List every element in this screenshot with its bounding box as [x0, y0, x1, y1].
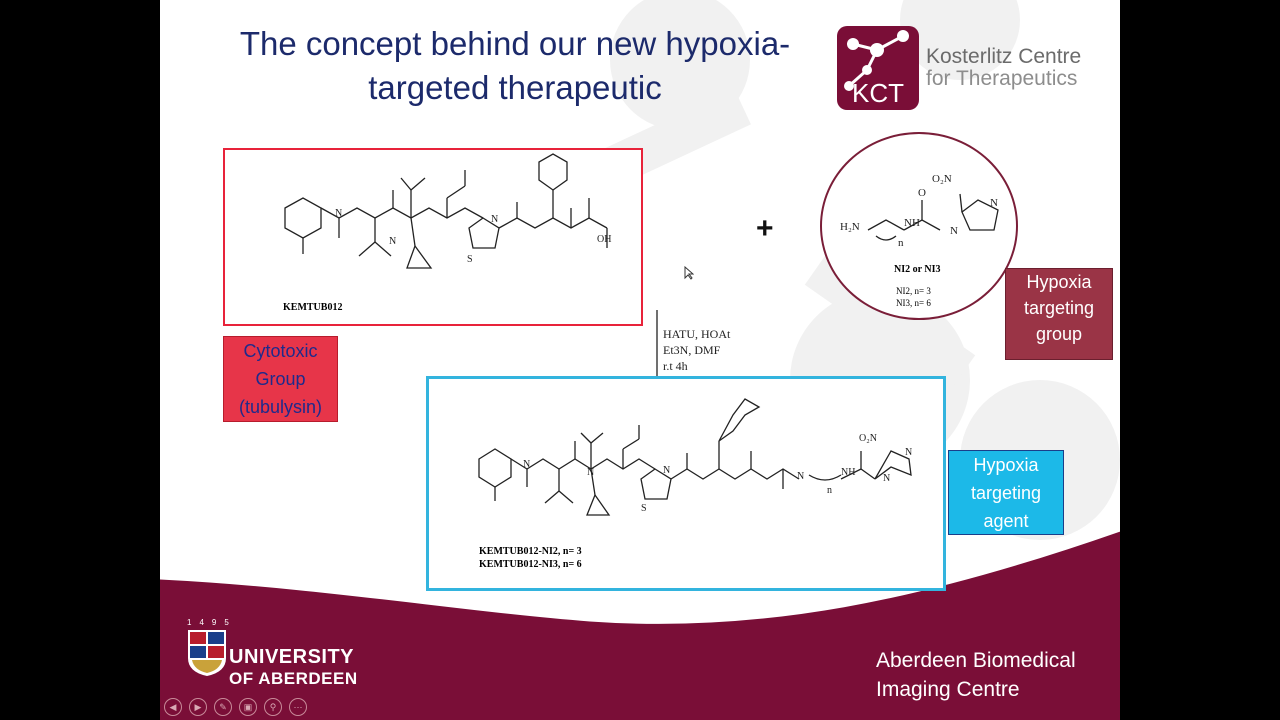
- kemtub012-structure-icon: N N N S OH KEMTUB012: [283, 153, 611, 313]
- svg-text:N: N: [389, 236, 396, 247]
- svg-text:OH: OH: [597, 234, 611, 245]
- svg-text:N: N: [335, 208, 342, 219]
- svg-text:N: N: [950, 225, 958, 237]
- svg-text:O₂N: O₂N: [932, 173, 952, 185]
- hyp-agent-line-3: agent: [983, 511, 1029, 531]
- product-caption-2: KEMTUB012-NI3, n= 6: [479, 559, 582, 570]
- cytotoxic-line-2: Group: [255, 369, 306, 389]
- kct-name: Kosterlitz Centre for Therapeutics: [926, 46, 1081, 90]
- svg-text:NH: NH: [841, 467, 855, 478]
- svg-text:O₂N: O₂N: [859, 433, 877, 444]
- university-name: UNIVERSITY OF ABERDEEN: [229, 646, 358, 690]
- svg-text:O: O: [918, 187, 926, 199]
- svg-text:H₂N: H₂N: [840, 221, 860, 233]
- plus-operator: +: [756, 212, 774, 245]
- svg-text:N: N: [797, 471, 804, 482]
- svg-text:n: n: [827, 485, 832, 496]
- imaging-centre-name: Aberdeen Biomedical Imaging Centre: [876, 646, 1076, 704]
- slides-icon[interactable]: ▣: [239, 698, 257, 716]
- reaction-line-2: Et3N, DMF: [663, 343, 721, 357]
- hypoxia-targeting-group-label: Hypoxia targeting group: [1005, 268, 1113, 360]
- aberdeen-crest-icon: [188, 630, 226, 676]
- more-icon[interactable]: ⋯: [289, 698, 307, 716]
- footer-wave: [160, 528, 1120, 720]
- pen-icon[interactable]: ✎: [214, 698, 232, 716]
- nitroimidazole-structure-icon: H₂N NH n O N N O₂N NI2 or NI3 NI2, n= 3 …: [840, 173, 999, 308]
- svg-text:N: N: [523, 459, 530, 470]
- founded-year: 1495: [187, 618, 237, 627]
- centre-line-1: Aberdeen Biomedical: [876, 649, 1076, 672]
- kct-badge-text: KCT: [852, 78, 904, 108]
- next-icon[interactable]: ▶: [189, 698, 207, 716]
- centre-line-2: Imaging Centre: [876, 678, 1020, 701]
- product-structure-icon: N N N S N n NH N N O₂N KEMTUB012-NI2, n=…: [478, 398, 912, 570]
- zoom-icon[interactable]: ⚲: [264, 698, 282, 716]
- svg-text:S: S: [467, 254, 473, 265]
- slide: The concept behind our new hypoxia- targ…: [160, 0, 1120, 720]
- cytotoxic-group-label: Cytotoxic Group (tubulysin): [223, 336, 338, 422]
- title-line-2: targeted therapeutic: [368, 69, 662, 106]
- hyp-group-line-3: group: [1035, 324, 1083, 344]
- slideshow-controls: ◀ ▶ ✎ ▣ ⚲ ⋯: [164, 698, 307, 716]
- hyp-agent-line-1: Hypoxia: [973, 455, 1039, 475]
- circle-n-line-2: NI3, n= 6: [896, 298, 931, 308]
- hyp-group-line-2: targeting: [1023, 298, 1095, 318]
- reaction-line-3: r.t 4h: [663, 359, 688, 373]
- cytotoxic-line-3: (tubulysin): [238, 397, 323, 417]
- hyp-group-line-1: Hypoxia: [1026, 272, 1092, 292]
- kct-name-line-2: for Therapeutics: [926, 67, 1078, 90]
- title-line-1: The concept behind our new hypoxia-: [239, 25, 791, 62]
- circle-caption: NI2 or NI3: [894, 264, 940, 275]
- kct-logo-icon: KCT: [837, 26, 919, 110]
- svg-text:N: N: [990, 197, 998, 209]
- svg-text:NH: NH: [904, 217, 920, 229]
- reaction-line-1: HATU, HOAt: [663, 327, 731, 341]
- nitroimidazole-circle: H₂N NH n O N N O₂N NI2 or NI3 NI2, n= 3 …: [820, 132, 1018, 320]
- university-line-1: UNIVERSITY: [229, 646, 355, 668]
- svg-text:N: N: [905, 447, 912, 458]
- svg-text:N: N: [491, 214, 498, 225]
- product-structure-box: N N N S N n NH N N O₂N KEMTUB012-NI2, n=…: [426, 376, 946, 591]
- circle-n-line-1: NI2, n= 3: [896, 286, 931, 296]
- svg-text:N: N: [883, 473, 890, 484]
- svg-text:N: N: [587, 467, 594, 478]
- product-caption-1: KEMTUB012-NI2, n= 3: [479, 546, 582, 557]
- hypoxia-targeting-agent-label: Hypoxia targeting agent: [948, 450, 1064, 535]
- kct-name-line-1: Kosterlitz Centre: [926, 45, 1082, 68]
- cytotoxic-line-1: Cytotoxic: [243, 341, 318, 361]
- slide-title: The concept behind our new hypoxia- targ…: [180, 22, 850, 110]
- kemtub012-structure-box: N N N S OH KEMTUB012: [223, 148, 643, 326]
- hyp-agent-line-2: targeting: [970, 483, 1042, 503]
- reaction-conditions: HATU, HOAt Et3N, DMF r.t 4h: [663, 326, 730, 374]
- svg-text:n: n: [898, 237, 904, 249]
- mouse-cursor-icon: [684, 266, 694, 280]
- university-line-2: OF ABERDEEN: [229, 669, 358, 688]
- prev-icon[interactable]: ◀: [164, 698, 182, 716]
- svg-text:S: S: [641, 503, 647, 514]
- svg-text:N: N: [663, 465, 670, 476]
- kemtub012-caption: KEMTUB012: [283, 302, 342, 313]
